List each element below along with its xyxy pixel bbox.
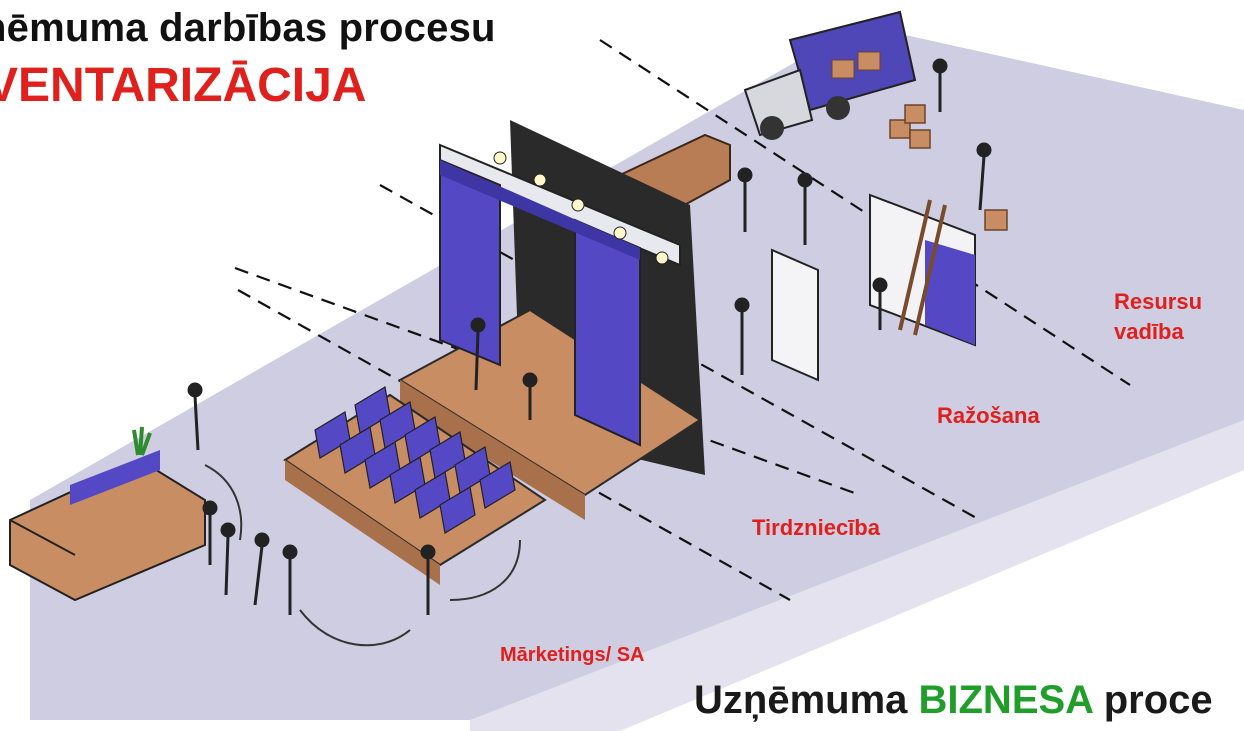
- stage-front: [400, 380, 585, 520]
- stage-icon: [439, 143, 681, 447]
- footer-title-suffix: proce: [1092, 678, 1213, 722]
- footer-title-accent: BIZNESA: [918, 678, 1093, 722]
- truck-icon: [743, 10, 917, 140]
- floor-shadow: [470, 420, 1244, 731]
- zone-label-resursu: Resursu vadība: [1114, 289, 1203, 344]
- zone-label-razosana: Ražošana: [937, 403, 1040, 428]
- path-arrows: [204, 464, 521, 647]
- people-icon: [187, 58, 992, 615]
- zone-label-marketings: Mārketings/ SA: [500, 644, 645, 666]
- ladder-icon: [869, 193, 976, 347]
- boxes: [889, 104, 1008, 231]
- mirror-panel: [771, 248, 819, 382]
- zone-label-tirdznieciba: Tirdzniecība: [752, 515, 880, 540]
- seating-icon: [283, 386, 547, 585]
- page-subtitle: VENTARIZĀCIJA: [0, 59, 367, 112]
- page-title: ņēmuma darbības procesu: [0, 6, 496, 50]
- footer-title-prefix: Uzņēmuma: [694, 678, 919, 722]
- ticket-desk-icon: [9, 426, 206, 602]
- footer-title: Uzņēmuma BIZNESA proce: [694, 678, 1213, 723]
